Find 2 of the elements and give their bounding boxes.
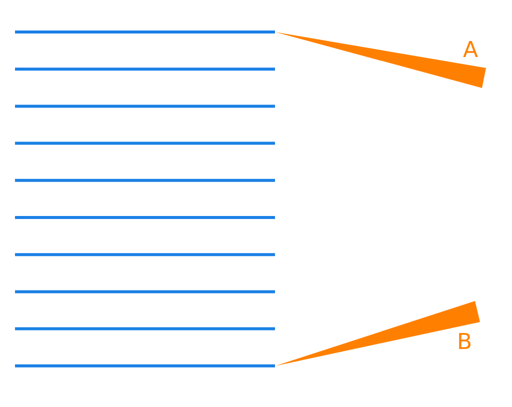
wedge-label: B: [457, 332, 472, 354]
wedge-label: A: [463, 40, 478, 62]
